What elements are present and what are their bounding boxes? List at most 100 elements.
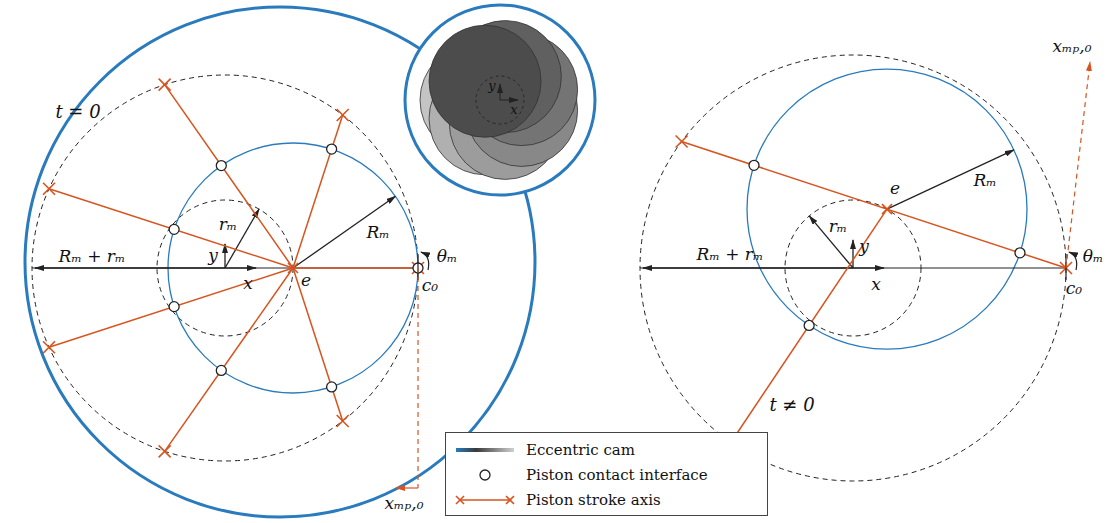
y-axis-arrow xyxy=(224,244,225,268)
stroke-end-marker xyxy=(159,79,171,91)
dimension-arrow xyxy=(293,196,395,268)
legend-swatch xyxy=(454,490,516,510)
inset-eccentricity-circle xyxy=(476,76,524,124)
stroke-end-marker xyxy=(337,415,349,427)
inset-y-axis xyxy=(500,84,501,100)
math-label: x xyxy=(871,275,881,294)
stroke-end-marker xyxy=(676,136,688,148)
legend-box: Eccentric camPiston contact interfacePis… xyxy=(445,432,768,516)
dimension-arrow xyxy=(809,216,853,268)
math-label: rₘ xyxy=(829,217,848,236)
cam-circle xyxy=(747,69,1027,349)
angle-arrow xyxy=(1069,252,1077,270)
stroke-end-marker xyxy=(288,263,298,273)
dimension-arrow xyxy=(643,267,853,268)
legend-row: Piston contact interface xyxy=(454,462,759,487)
math-label: xₘₚ,₀ xyxy=(384,494,423,513)
zoom-inset-circle xyxy=(405,5,595,195)
angle-arrow xyxy=(421,252,429,270)
math-label: rₘ xyxy=(219,215,238,234)
math-label: e xyxy=(301,271,311,290)
legend-text: Piston stroke axis xyxy=(526,491,661,509)
math-label: Rₘ + rₘ xyxy=(59,247,126,266)
math-label: Rₘ xyxy=(366,223,389,242)
piston-stroke-axis xyxy=(49,189,293,268)
stroke-end-marker xyxy=(43,183,55,195)
stroke-end-marker xyxy=(882,204,892,214)
legend-row: Eccentric cam xyxy=(454,437,759,462)
stroke-end-marker xyxy=(43,341,55,353)
contact-sample xyxy=(480,470,490,480)
piston-stroke-axis xyxy=(165,268,293,451)
stroke-end-marker xyxy=(159,445,171,457)
math-label: t = 0 xyxy=(55,102,100,122)
math-label: y xyxy=(208,246,218,265)
stroke-end-marker xyxy=(337,109,349,121)
math-label: xₘₚ,₀ xyxy=(1052,37,1091,56)
dimension-arrow xyxy=(887,150,1014,209)
axis-sample xyxy=(460,499,510,501)
piston-contact xyxy=(327,382,337,392)
outer-reach-circle xyxy=(32,75,418,461)
stroke-end-marker xyxy=(159,445,171,457)
math-label: θₘ xyxy=(1083,247,1104,266)
stroke-end-marker xyxy=(288,263,298,273)
dimension-arrow xyxy=(35,267,225,268)
stroke-end-marker xyxy=(337,109,349,121)
legend-row: Piston stroke axis xyxy=(454,487,759,512)
math-label: x xyxy=(510,103,517,117)
math-label: t ≠ 0 xyxy=(769,395,814,415)
piston-stroke-axis xyxy=(682,142,1066,268)
x-axis-arrow xyxy=(225,267,256,268)
legend-text: Eccentric cam xyxy=(526,441,635,459)
angle-reference-tick xyxy=(417,254,418,280)
cam-sample xyxy=(456,448,514,452)
piston-stroke-axis xyxy=(293,267,418,269)
legend-swatch xyxy=(454,465,516,485)
math-label: θₘ xyxy=(437,247,458,266)
stroke-end-marker xyxy=(456,496,464,504)
zoom-inset xyxy=(405,5,595,195)
piston-stroke-axis xyxy=(49,268,293,347)
legend-text: Piston contact interface xyxy=(526,466,708,484)
cam-position-disc xyxy=(429,25,541,137)
math-label: c₀ xyxy=(1066,279,1082,298)
piston-contact xyxy=(169,224,179,234)
piston-contact xyxy=(1015,248,1025,258)
cam-positions xyxy=(420,21,578,180)
stroke-end-marker xyxy=(506,496,514,504)
math-label: c₀ xyxy=(422,276,438,295)
right-figure xyxy=(640,55,1090,481)
stroke-end-marker xyxy=(506,496,514,504)
stroke-end-marker xyxy=(43,341,55,353)
legend-swatch xyxy=(454,440,516,460)
outer-reach-circle xyxy=(640,55,1066,481)
piston-stroke-axis xyxy=(293,115,343,268)
piston-contact xyxy=(749,160,759,170)
stroke-end-marker xyxy=(882,204,892,214)
inset-x-axis xyxy=(500,100,518,101)
piston-contact xyxy=(169,302,179,312)
stroke-end-marker xyxy=(43,183,55,195)
math-label: y xyxy=(859,237,869,256)
piston-axis-arrow xyxy=(396,487,418,488)
y-axis-arrow xyxy=(852,240,853,268)
piston-axis-dashed xyxy=(417,268,418,488)
math-label: Rₘ + rₘ xyxy=(697,245,764,264)
math-label: e xyxy=(890,179,900,198)
piston-contact xyxy=(216,365,226,375)
stroke-end-marker xyxy=(159,79,171,91)
piston-stroke-axis xyxy=(293,268,343,421)
x-axis-arrow xyxy=(853,267,884,268)
piston-stroke-axis xyxy=(165,85,293,268)
stroke-end-marker xyxy=(337,415,349,427)
piston-contact xyxy=(216,161,226,171)
stroke-end-marker xyxy=(456,496,464,504)
piston-axis-dashed xyxy=(1066,62,1090,268)
stroke-end-marker xyxy=(676,136,688,148)
math-label: Rₘ xyxy=(973,171,996,190)
math-label: y xyxy=(488,79,495,93)
piston-contact xyxy=(804,320,814,330)
piston-contact xyxy=(327,144,337,154)
math-label: x xyxy=(243,274,253,293)
